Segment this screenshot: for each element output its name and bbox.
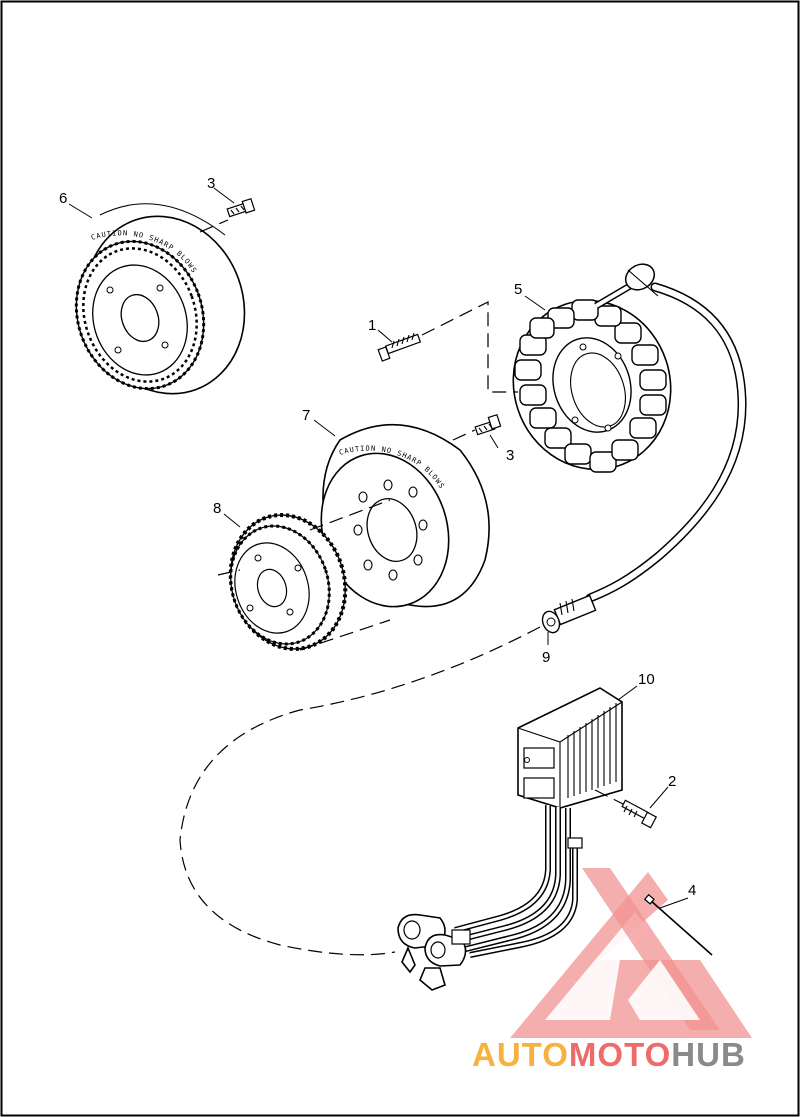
watermark-hub: HUB [671, 1036, 746, 1073]
callout-6: 6 [59, 190, 67, 207]
callout-8: 8 [213, 500, 221, 517]
regulator-10 [517, 687, 623, 809]
callout-7: 7 [302, 407, 310, 424]
rotor-7: CAUTION NO SHARP BLOWS [320, 423, 490, 608]
watermark-logo [510, 868, 752, 1038]
callout-labels: 6 3 1 5 7 3 8 9 10 2 4 [59, 175, 696, 899]
connector-9 [541, 594, 597, 634]
leader-lines [68, 187, 689, 909]
cable-strap-4 [643, 893, 713, 956]
watermark-text: AUTOMOTOHUB [472, 1036, 746, 1073]
regulator-wire-harness [454, 805, 583, 958]
callout-5: 5 [514, 281, 522, 298]
watermark-auto: AUTO [472, 1036, 569, 1073]
bolt-1 [377, 332, 422, 362]
screw-3-upper [226, 197, 256, 218]
callout-3-lower: 3 [506, 447, 514, 464]
rotor-6: CAUTION NO SHARP BLOWS [74, 203, 246, 395]
callout-10: 10 [638, 671, 655, 688]
callout-4: 4 [688, 882, 696, 899]
callout-1: 1 [368, 317, 376, 334]
callout-9: 9 [542, 649, 550, 666]
screw-3-lower [474, 413, 502, 436]
watermark-moto: MOTO [569, 1036, 671, 1073]
harness-connectors [397, 913, 471, 991]
stator-cable [585, 263, 747, 603]
callout-3-upper: 3 [207, 175, 215, 192]
bolt-2 [621, 799, 658, 829]
assembly-lines [179, 219, 626, 956]
svg-text:AUTOMOTOHUB: AUTOMOTOHUB [472, 1036, 746, 1073]
callout-2: 2 [668, 773, 676, 790]
stator-5 [512, 299, 672, 473]
